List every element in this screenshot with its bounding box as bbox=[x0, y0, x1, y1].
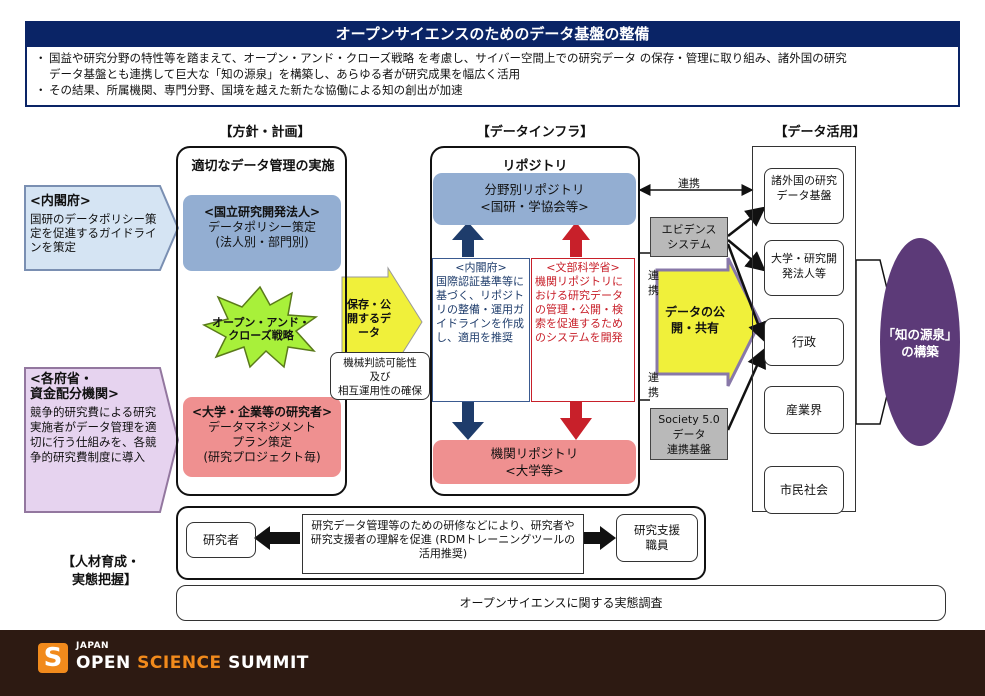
society-2: データ bbox=[672, 428, 706, 441]
machine-text-2: 及び bbox=[369, 371, 391, 383]
hr-heading-1: 【人材育成・ bbox=[62, 555, 141, 570]
cabinet-text: 国研のデータポリシー策定を促進するガイドラインを策定 bbox=[30, 212, 157, 254]
cabinet-pentagon bbox=[24, 185, 180, 271]
uni-text-1: データマネジメント bbox=[207, 420, 316, 434]
nri-box: <国立研究開発法人> データポリシー策定 (法人別・部門別) bbox=[183, 195, 341, 271]
infra-mext-text: 機関リポジトリにおける研究データの管理・公開・検索を促進するためのシステムを開発 bbox=[535, 275, 623, 344]
ministries-pentagon bbox=[24, 367, 180, 513]
cabinet-title: <内閣府> bbox=[30, 194, 91, 209]
use-item-industry: 産業界 bbox=[764, 386, 844, 434]
summary-line-2: その結果、所属機関、専門分野、国境を越えた新たな協働による知の創出が加速 bbox=[35, 82, 950, 98]
use-item-university: 大学・研究開発法人等 bbox=[764, 240, 844, 296]
summit-logo-icon: S bbox=[38, 643, 68, 673]
hr-right-arrow bbox=[584, 526, 616, 550]
footer-bar bbox=[0, 630, 985, 696]
hr-researcher: 研究者 bbox=[186, 522, 256, 558]
heading-use: 【データ活用】 bbox=[774, 125, 866, 140]
star-text: オープン・アンド・クローズ戦略 bbox=[212, 316, 310, 342]
logo-open: OPEN bbox=[76, 653, 138, 673]
ministries-title-2: 資金配分機関> bbox=[30, 387, 119, 402]
use-item-foreign: 諸外国の研究データ基盤 bbox=[764, 168, 844, 224]
nri-title: <国立研究開発法人> bbox=[203, 205, 321, 219]
summary-box: 国益や研究分野の特性等を踏まえて、オープン・アンド・クローズ戦略 を考慮し、サイ… bbox=[25, 47, 960, 107]
ministries-text: 競争的研究費による研究実施者がデータ管理を適切に行う仕組みを、各競争的研究費制度… bbox=[30, 405, 157, 464]
ministries-title-1: <各府省・ bbox=[30, 372, 93, 387]
star-burst-icon bbox=[201, 285, 319, 369]
ministries-title: <各府省・ 資金配分機関> bbox=[30, 372, 160, 402]
heading-infra: 【データインフラ】 bbox=[476, 125, 594, 140]
uni-box: <大学・企業等の研究者> データマネジメント プラン策定 (研究プロジェクト毎) bbox=[183, 397, 341, 477]
society-box: Society 5.0 データ 連携基盤 bbox=[650, 408, 728, 460]
inst-repo-2: <大学等> bbox=[505, 463, 564, 478]
evidence-1: エビデンス bbox=[661, 223, 717, 236]
evidence-2: システム bbox=[667, 238, 711, 251]
use-item-citizens: 市民社会 bbox=[764, 466, 844, 514]
summary-line-1b: データ基盤とも連携して巨大な「知の源泉」を構築し、あらゆる者が研究成果を幅広く活… bbox=[49, 67, 521, 81]
machine-text-3: 相互運用性の確保 bbox=[338, 385, 422, 397]
hr-middle-text: 研究データ管理等のための研修などにより、研究者や研究支援者の理解を促進 (RDM… bbox=[302, 514, 584, 574]
uni-text-2: プラン策定 bbox=[231, 435, 292, 449]
knowledge-source-oval bbox=[880, 238, 960, 446]
policy-panel bbox=[176, 146, 347, 496]
infra-mext-title: <文部科学省> bbox=[546, 261, 620, 274]
nri-text-2: (法人別・部門別) bbox=[215, 235, 309, 249]
data-share-arrow bbox=[655, 257, 762, 387]
hr-left-arrow bbox=[254, 526, 300, 550]
evidence-system-box: エビデンス システム bbox=[650, 217, 728, 257]
machine-text-1: 機械判読可能性 bbox=[343, 357, 417, 369]
infra-cabinet-box: <内閣府> 国際認証基準等に基づく、リポジトリの整備・運用ガイドラインを作成し、… bbox=[432, 258, 530, 402]
hr-panel bbox=[176, 506, 706, 580]
society-1: Society 5.0 bbox=[658, 413, 720, 426]
link-mid-label: 連携 bbox=[648, 269, 659, 297]
heading-policy: 【方針・計画】 bbox=[219, 125, 311, 140]
field-repository-box: 分野別リポジトリ <国研・学協会等> bbox=[433, 173, 636, 225]
uni-text-3: (研究プロジェクト毎) bbox=[203, 450, 321, 464]
blue-down-arrow bbox=[452, 400, 484, 440]
infra-cabinet-title: <内閣府> bbox=[455, 261, 507, 274]
inst-repo-1: 機関リポジトリ bbox=[490, 446, 579, 461]
summary-line-1a: 国益や研究分野の特性等を踏まえて、オープン・アンド・クローズ戦略 を考慮し、サイ… bbox=[35, 50, 950, 66]
infra-panel bbox=[430, 146, 640, 496]
nri-text-1: データポリシー策定 bbox=[207, 220, 316, 234]
store-publish-text: 保存・公開するデータ bbox=[347, 298, 391, 339]
data-share-text: データの公開・共有 bbox=[664, 305, 725, 335]
hr-heading-2: 実態把握】 bbox=[72, 573, 138, 588]
logo-name: OPEN SCIENCE SUMMIT bbox=[76, 653, 309, 673]
survey-box: オープンサイエンスに関する実態調査 bbox=[176, 585, 946, 621]
hr-support-staff: 研究支援職員 bbox=[616, 514, 698, 562]
page-title: オープンサイエンスのためのデータ基盤の整備 bbox=[25, 21, 960, 47]
link-bottom-label: 連携 bbox=[648, 371, 659, 399]
policy-panel-title: 適切なデータ管理の実施 bbox=[191, 159, 335, 174]
use-item-government: 行政 bbox=[764, 318, 844, 366]
knowledge-source-text: 「知の源泉」の構築 bbox=[882, 327, 958, 359]
logo-summit: SUMMIT bbox=[221, 653, 309, 673]
red-down-arrow bbox=[560, 400, 592, 440]
infra-mext-box: <文部科学省> 機関リポジトリにおける研究データの管理・公開・検索を促進するため… bbox=[531, 258, 635, 402]
logo-science: SCIENCE bbox=[137, 653, 222, 673]
field-repo-1: 分野別リポジトリ bbox=[484, 182, 585, 197]
infra-panel-title: リポジトリ bbox=[502, 159, 568, 174]
inst-repository-box: 機関リポジトリ <大学等> bbox=[433, 440, 636, 484]
hr-heading: 【人材育成・ 実態把握】 bbox=[62, 554, 182, 590]
link-top-label: 連携 bbox=[678, 177, 700, 190]
machine-readable-box: 機械判読可能性 及び 相互運用性の確保 bbox=[330, 352, 430, 400]
red-up-arrow bbox=[562, 222, 590, 257]
field-repo-2: <国研・学協会等> bbox=[480, 199, 589, 214]
blue-up-arrow bbox=[452, 222, 484, 257]
uni-title: <大学・企業等の研究者> bbox=[191, 405, 333, 419]
society-3: 連携基盤 bbox=[667, 443, 711, 456]
logo-japan-text: JAPAN bbox=[76, 641, 110, 651]
infra-cabinet-text: 国際認証基準等に基づく、リポジトリの整備・運用ガイドラインを作成し、適用を推奨 bbox=[436, 275, 524, 344]
